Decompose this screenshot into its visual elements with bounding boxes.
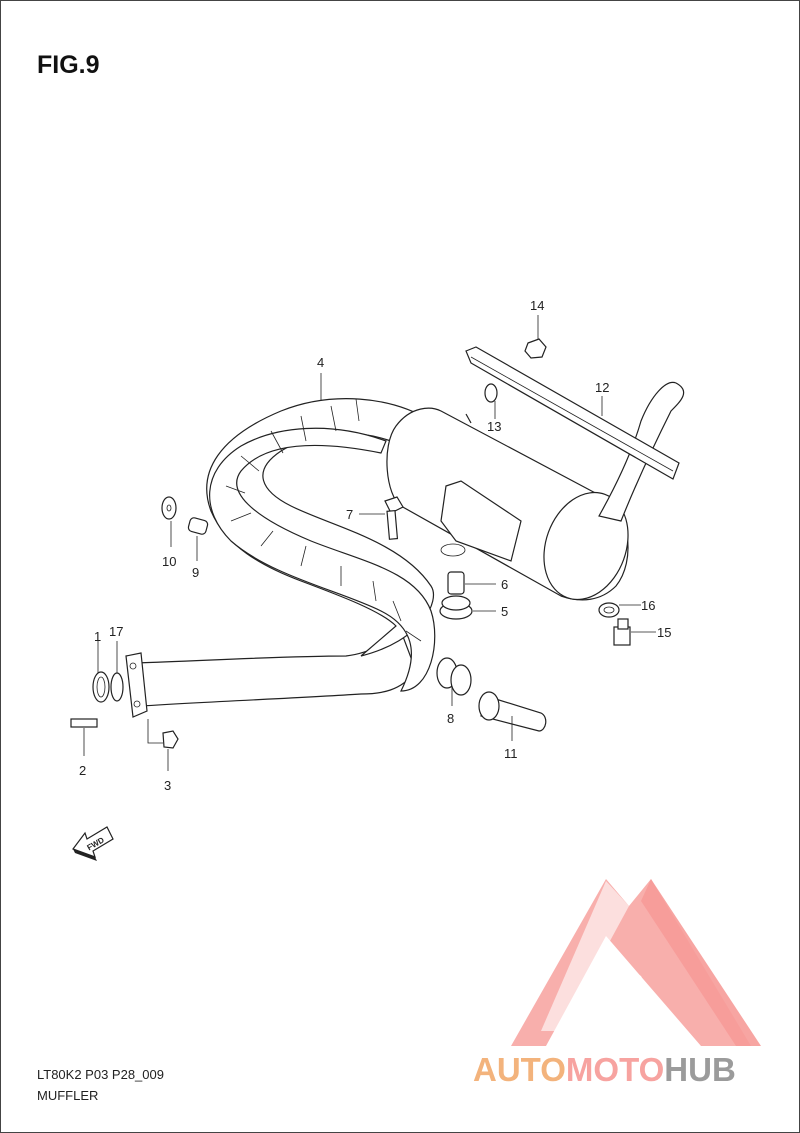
callout-11: 11 (504, 746, 518, 761)
callout-4: 4 (317, 355, 324, 370)
small-parts (70, 338, 631, 749)
callout-12: 12 (595, 380, 609, 395)
callout-6: 6 (501, 577, 508, 592)
callout-15: 15 (657, 625, 671, 640)
watermark-moto: MOTO (565, 1051, 665, 1088)
callout-1: 1 (94, 629, 101, 644)
figure-title: FIG.9 (37, 51, 100, 79)
callout-17: 17 (109, 624, 123, 639)
watermark-hub: HUB (664, 1051, 736, 1088)
automotohub-logo (511, 879, 761, 1046)
figure-code: LT80K2 P03 P28_009 (37, 1067, 164, 1082)
callout-labels: 1 2 3 4 5 6 7 8 9 10 11 12 13 14 15 16 1… (79, 298, 671, 793)
callout-8: 8 (447, 711, 454, 726)
callout-10: 10 (162, 554, 176, 569)
callout-7: 7 (346, 507, 353, 522)
fwd-arrow-icon: FWD (72, 826, 114, 861)
watermark-auto: AUTO (473, 1051, 566, 1088)
callout-16: 16 (641, 598, 655, 613)
callout-5: 5 (501, 604, 508, 619)
leader-lines (83, 315, 656, 771)
callout-2: 2 (79, 763, 86, 778)
automotohub-watermark: AUTOMOTOHUB (473, 1051, 736, 1089)
callout-9: 9 (192, 565, 199, 580)
figure-name: MUFFLER (37, 1088, 99, 1103)
callout-3: 3 (164, 778, 171, 793)
callout-14: 14 (530, 298, 544, 313)
callout-13: 13 (487, 419, 501, 434)
muffler-body (386, 346, 685, 601)
